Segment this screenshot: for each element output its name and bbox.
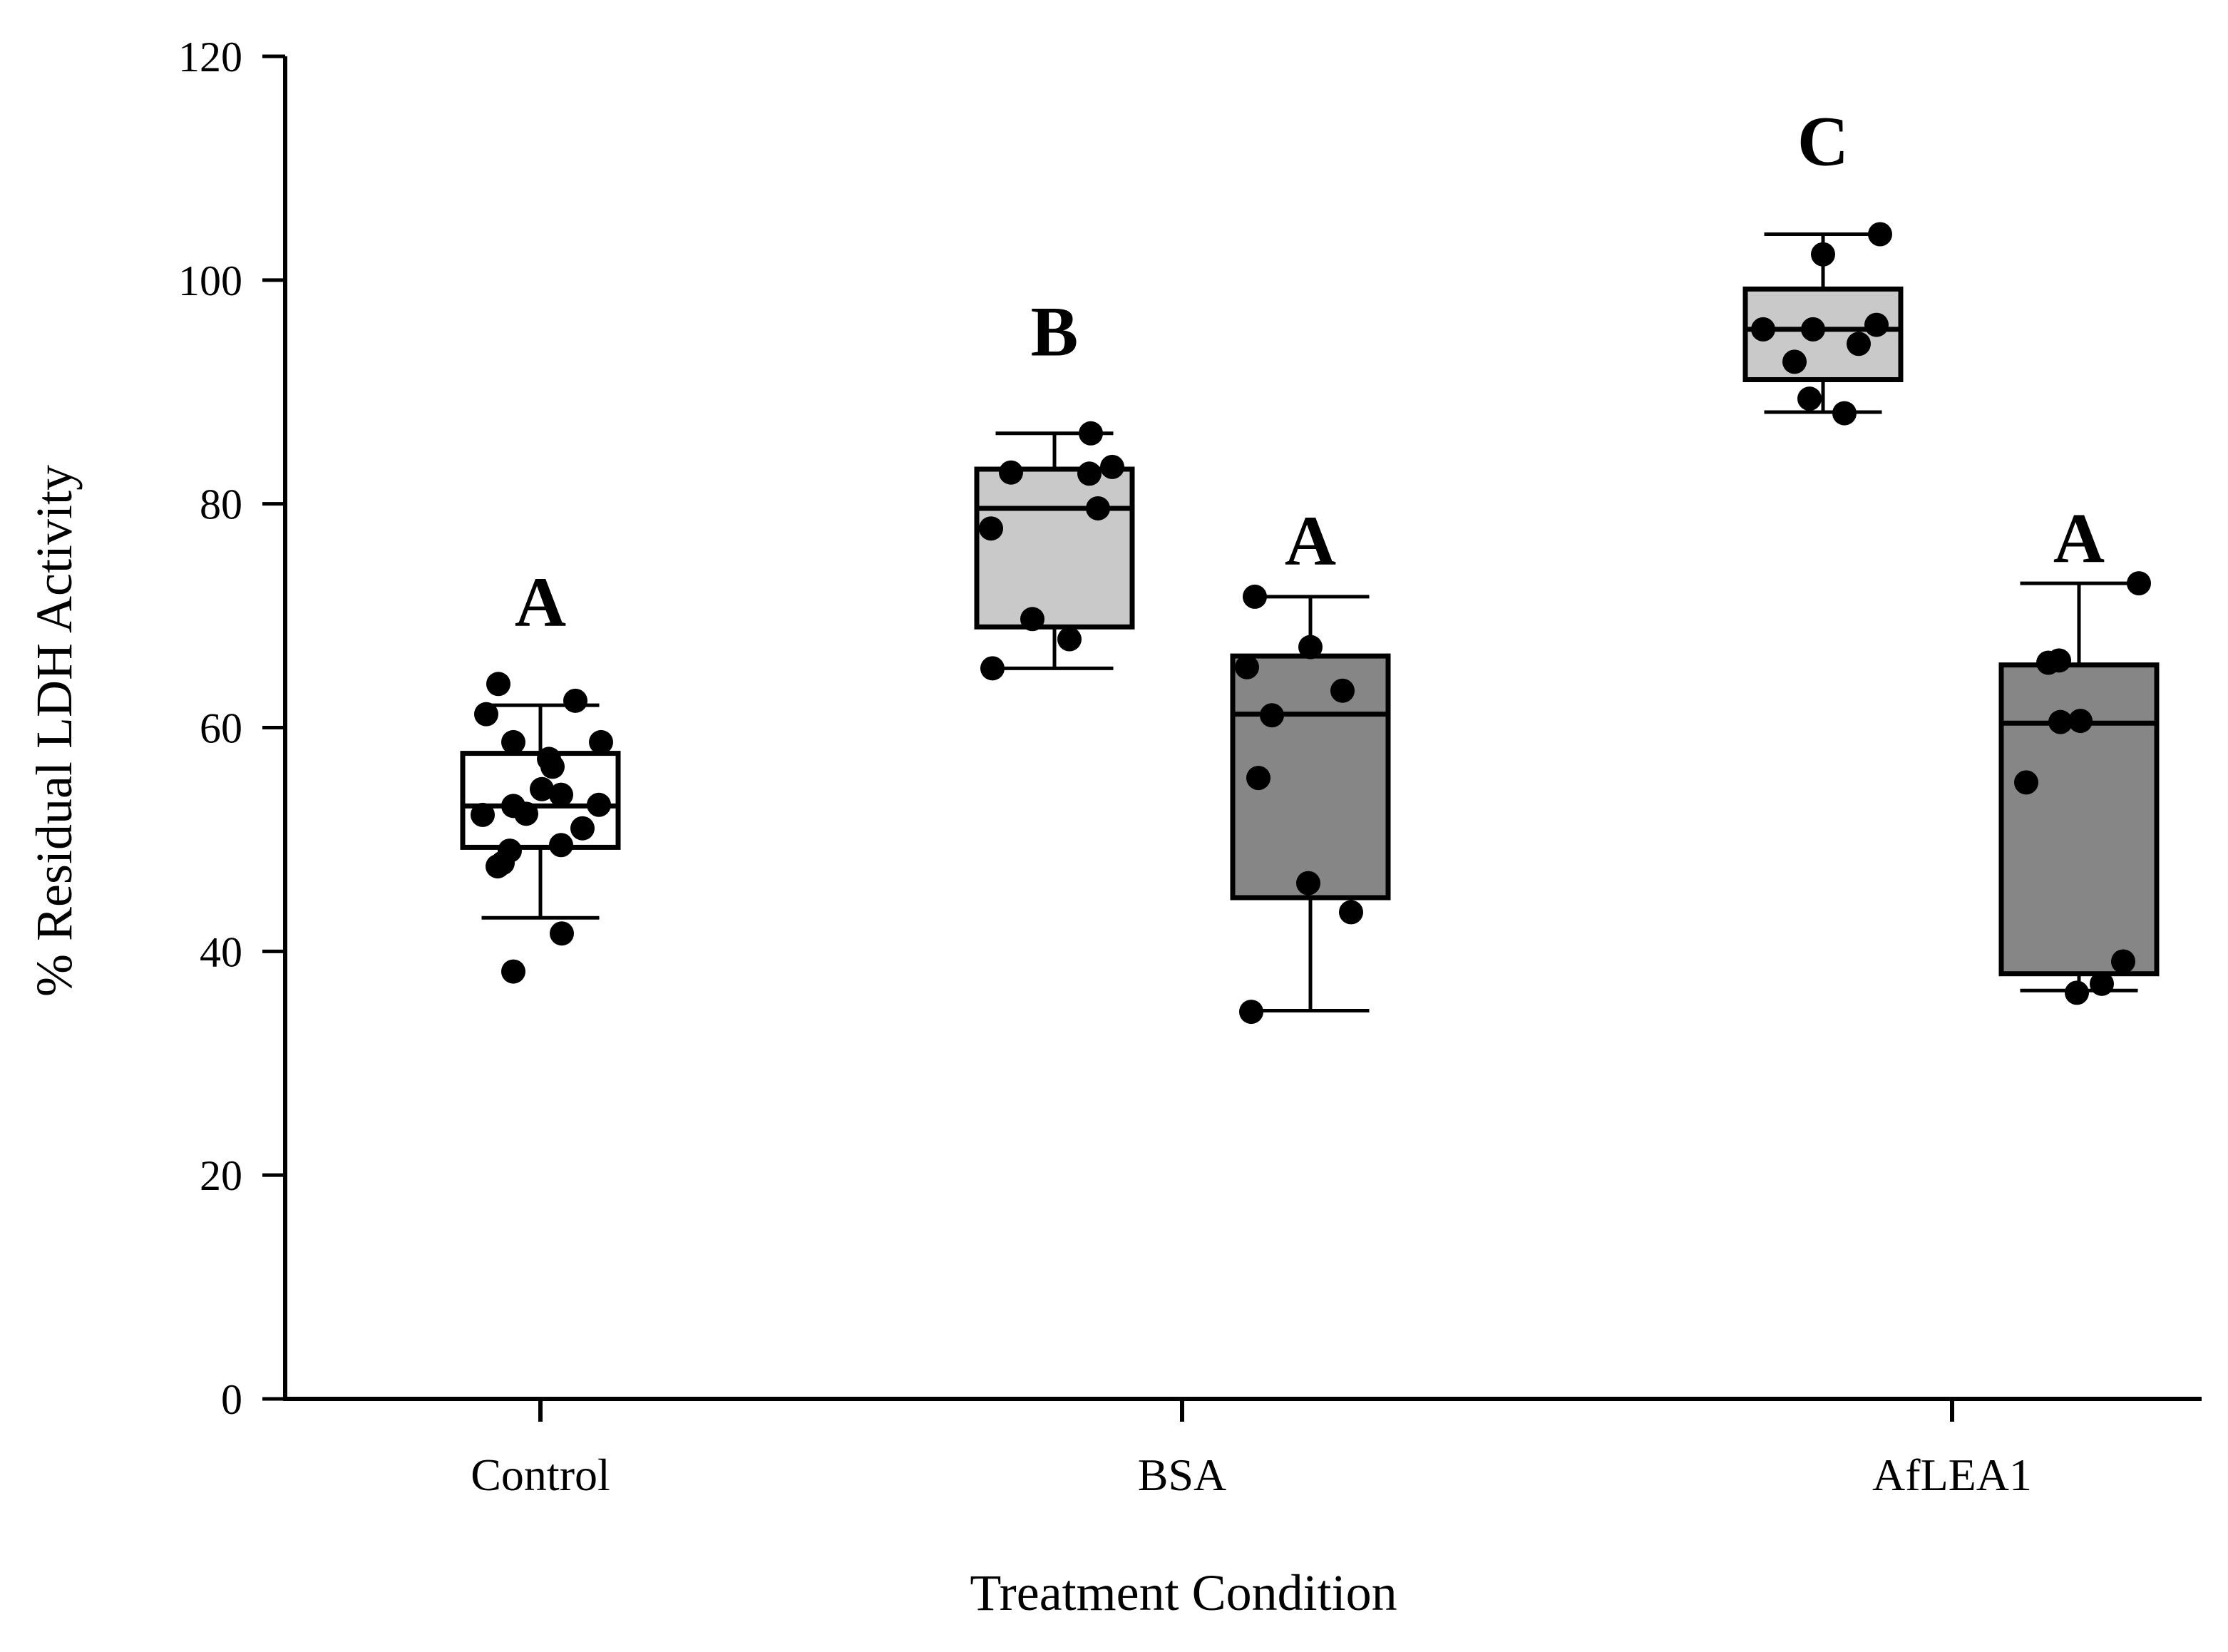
y-tick-label: 80	[200, 481, 242, 528]
data-point	[1832, 401, 1857, 426]
data-point	[1801, 317, 1825, 342]
y-tick-label: 20	[200, 1152, 242, 1199]
data-point	[1086, 496, 1110, 520]
data-point	[514, 801, 538, 826]
data-point	[1864, 312, 1889, 337]
data-point	[1339, 900, 1363, 925]
data-point	[1847, 332, 1871, 356]
data-point	[563, 688, 587, 713]
data-point	[1243, 584, 1267, 609]
data-point	[1298, 635, 1323, 660]
significance-letter: A	[1285, 501, 1336, 580]
significance-letter: A	[515, 563, 566, 642]
data-point	[1260, 703, 1284, 728]
x-category-label: AfLEA1	[1872, 1450, 2032, 1500]
data-point	[2014, 770, 2038, 795]
data-point	[2068, 709, 2093, 734]
data-point	[1296, 871, 1320, 896]
data-point	[550, 921, 574, 946]
data-point	[540, 754, 565, 779]
data-point	[1811, 242, 1835, 267]
data-point	[1077, 461, 1102, 486]
data-point	[2090, 971, 2114, 996]
data-point	[1751, 317, 1775, 342]
significance-letter: B	[1031, 292, 1079, 371]
data-point	[1235, 655, 1259, 679]
x-category-label: BSA	[1138, 1450, 1227, 1500]
data-point	[1246, 766, 1270, 791]
data-point	[999, 460, 1023, 485]
data-point	[1782, 349, 1807, 374]
data-point	[2127, 571, 2151, 596]
data-point	[1797, 386, 1822, 411]
data-point	[2065, 980, 2089, 1005]
x-axis-title: Treatment Condition	[970, 1564, 1397, 1621]
x-category-label: Control	[471, 1450, 610, 1500]
data-point	[2048, 709, 2073, 734]
data-point	[570, 816, 595, 841]
data-point	[474, 702, 498, 727]
data-point	[1057, 627, 1082, 652]
data-point	[1239, 1000, 1263, 1025]
data-point	[1330, 678, 1355, 703]
data-point	[1079, 421, 1103, 446]
y-tick-label: 120	[178, 34, 242, 81]
data-point	[1868, 222, 1892, 247]
data-point	[501, 959, 525, 984]
data-point	[589, 729, 613, 754]
y-tick-label: 40	[200, 928, 242, 975]
significance-letter: A	[2053, 499, 2105, 578]
data-point	[471, 802, 495, 827]
data-point	[2111, 949, 2135, 974]
data-point	[979, 516, 1003, 541]
data-point	[530, 776, 554, 801]
data-point	[2036, 650, 2060, 675]
data-point	[587, 792, 611, 817]
y-tick-label: 100	[178, 257, 242, 304]
y-tick-label: 0	[221, 1376, 242, 1423]
y-axis-title: % Residual LDH Activity	[26, 465, 83, 997]
data-point	[1020, 607, 1044, 632]
data-point	[1100, 454, 1124, 479]
data-point	[549, 782, 573, 807]
data-point	[501, 729, 525, 754]
data-point	[549, 833, 573, 858]
data-point	[486, 672, 510, 697]
y-tick-label: 60	[200, 705, 242, 752]
box-bsa-light	[974, 466, 1135, 630]
data-point	[980, 656, 1005, 681]
data-point	[486, 854, 510, 879]
significance-letter: C	[1797, 102, 1849, 181]
